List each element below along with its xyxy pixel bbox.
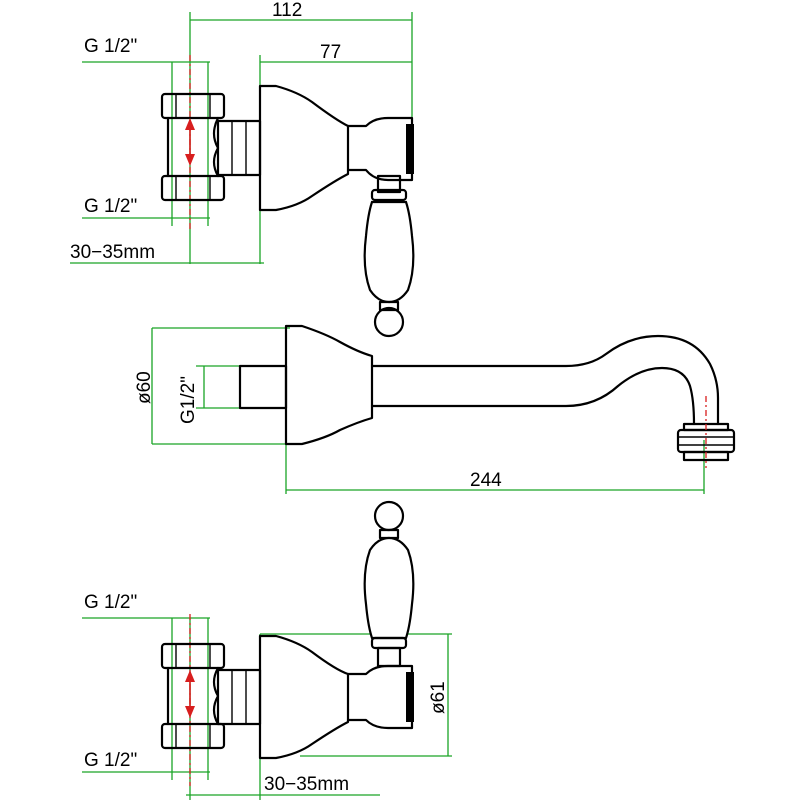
top-lever-handle: [363, 174, 415, 338]
middle-spout: [370, 334, 720, 426]
top-valve-body: [346, 116, 414, 182]
bottom-view: G 1/2" G 1/2" ø61 30−35mm: [82, 500, 452, 800]
bottom-flange: [258, 634, 350, 760]
middle-thread-stub: [238, 364, 288, 410]
bottom-upper-nut: [160, 642, 226, 670]
top-flow-arrow: [185, 118, 195, 166]
top-overall-width-label: 112: [272, 0, 302, 21]
top-view: 112 77 G 1/2" G 1/2" 30−35mm: [70, 0, 415, 338]
bottom-union-body: [166, 666, 220, 726]
bottom-valve-cap: [406, 672, 414, 722]
top-upper-nut: [160, 92, 226, 120]
bottom-offset-label: 30−35mm: [264, 774, 349, 795]
top-offset-label: 30−35mm: [70, 242, 155, 263]
top-thread-lower-label: G 1/2": [84, 196, 137, 217]
bottom-thread-lower-label: G 1/2": [84, 750, 137, 771]
bottom-spindle-sleeve: [216, 668, 262, 726]
top-spindle-sleeve: [216, 119, 262, 177]
bottom-flange-diameter-label: ø61: [428, 681, 449, 714]
top-valve-cap: [406, 124, 414, 174]
middle-spout-reach-label: 244: [470, 470, 502, 491]
bottom-thread-upper-label: G 1/2": [84, 592, 137, 613]
top-body-to-handle-label: 77: [320, 42, 341, 63]
bottom-flow-arrow: [185, 670, 195, 718]
middle-flange: [284, 324, 374, 446]
top-lower-nut: [160, 174, 226, 202]
bottom-valve-body: [346, 664, 414, 730]
bottom-lower-nut: [160, 722, 226, 750]
bottom-lever-handle: [363, 500, 415, 668]
top-thread-upper-label: G 1/2": [84, 36, 137, 57]
middle-flange-diameter-label: ø60: [134, 371, 155, 404]
middle-view: ø60 G1/2" 244: [134, 324, 736, 494]
bottom-dimension-lines: [82, 617, 452, 800]
middle-thread-label: G1/2": [178, 376, 199, 424]
top-flange: [258, 84, 350, 212]
middle-dimension-lines: [151, 327, 705, 494]
